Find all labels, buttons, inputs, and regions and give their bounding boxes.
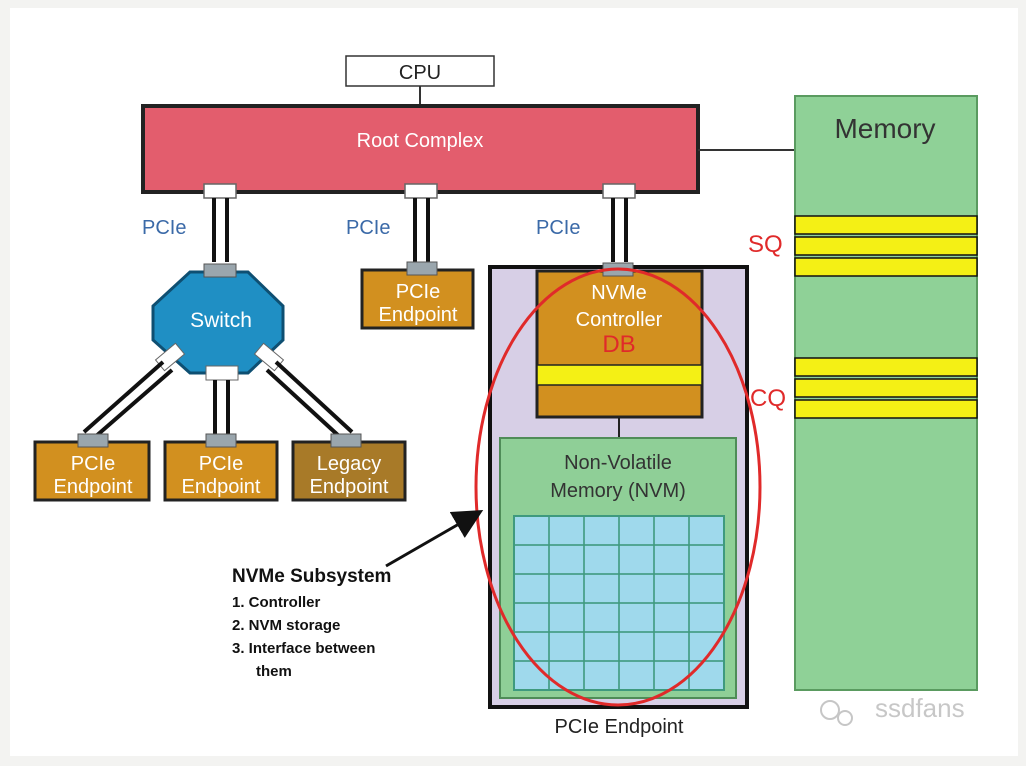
nvm-line1: Non-Volatile: [564, 452, 672, 474]
root-port-left: [203, 183, 237, 199]
subsystem-note-item-3: 3. Interface between: [232, 640, 375, 657]
pcie-link-middle: [413, 198, 430, 262]
pcie-link-right: [611, 198, 628, 262]
legacy-endpoint-line2: Endpoint: [310, 476, 389, 498]
pcie-switch: Switch: [151, 263, 285, 381]
subsystem-pointer-arrow: [385, 510, 484, 568]
subsystem-note: NVMe Subsystem 1. Controller 2. NVM stor…: [232, 566, 391, 680]
subsystem-note-item-2: 2. NVM storage: [232, 617, 340, 634]
subsystem-note-title: NVMe Subsystem: [232, 566, 391, 587]
subsystem-note-item-1: 1. Controller: [232, 594, 321, 611]
subsystem-note-item-4: them: [256, 663, 292, 680]
root-port-right: [602, 183, 636, 199]
cq-label: CQ: [750, 385, 786, 412]
watermark: ssdfans: [820, 693, 965, 726]
nvm-line2: Memory (NVM): [550, 480, 686, 502]
sq-label: SQ: [748, 231, 783, 258]
cpu-label: CPU: [399, 62, 441, 84]
switch-link-right: [265, 360, 354, 439]
subsystem-highlight-ellipse: [474, 267, 762, 707]
submission-queue: [794, 215, 978, 277]
switch-link-left: [82, 360, 174, 439]
endpoint-bottom-center-line1: PCIe: [199, 453, 243, 475]
endpoint-middle-line2: Endpoint: [379, 304, 458, 326]
pcie-endpoint-label: PCIe Endpoint: [555, 716, 684, 738]
nvme-controller-line1: NVMe: [591, 282, 647, 304]
doorbell-register: [536, 364, 703, 386]
memory-title: Memory: [834, 113, 935, 144]
switch-label: Switch: [190, 309, 252, 332]
nvme-controller-line2: Controller: [576, 309, 663, 331]
root-complex-label: Root Complex: [357, 130, 484, 152]
endpoint-bottom-left-line2: Endpoint: [54, 476, 133, 498]
nvm-storage: Non-Volatile Memory (NVM): [499, 437, 737, 699]
switch-link-middle: [213, 380, 230, 436]
legacy-endpoint: Legacy Endpoint: [291, 433, 407, 502]
legacy-endpoint-line1: Legacy: [317, 453, 382, 475]
endpoint-middle-line1: PCIe: [396, 281, 440, 303]
pcie-link-label-middle: PCIe: [346, 217, 390, 239]
root-port-middle: [404, 183, 438, 199]
pcie-endpoint-middle: PCIe Endpoint: [360, 261, 475, 330]
endpoint-bottom-left-line1: PCIe: [71, 453, 115, 475]
pcie-link-label-right: PCIe: [536, 217, 580, 239]
pcie-link-label-left: PCIe: [142, 217, 186, 239]
watermark-chat-icon: [820, 700, 840, 720]
pcie-endpoint-bottom-left: PCIe Endpoint: [33, 433, 151, 502]
nvm-cell-grid: [513, 515, 725, 691]
doorbell-label: DB: [602, 331, 635, 358]
pcie-link-left: [212, 198, 229, 262]
endpoint-bottom-center-line2: Endpoint: [182, 476, 261, 498]
root-complex: Root Complex: [141, 104, 700, 194]
nvme-controller: NVMe Controller DB: [535, 262, 704, 419]
pcie-endpoint-bottom-center: PCIe Endpoint: [163, 433, 279, 502]
cpu-box: CPU: [345, 55, 495, 87]
completion-queue: [794, 357, 978, 419]
watermark-text: ssdfans: [875, 693, 965, 723]
